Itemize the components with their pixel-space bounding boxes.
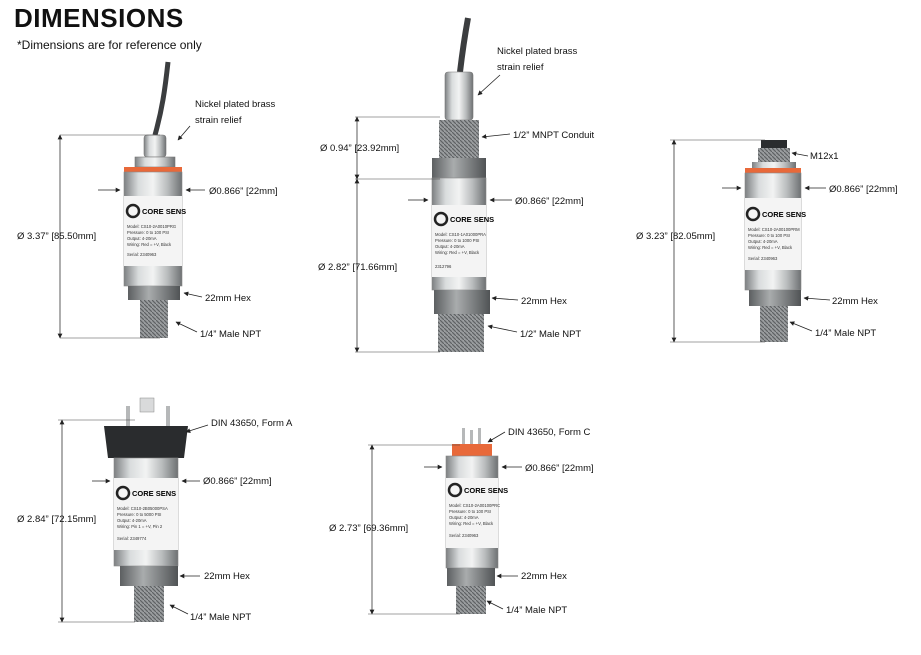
diameter-callout: Ø0.866” [22mm]: [525, 463, 594, 474]
strain-relief: [444, 71, 474, 121]
product-label: [446, 478, 498, 548]
diameter-callout: Ø0.866” [22mm]: [209, 186, 278, 197]
label-line: Pressure: 0 to 100 PSI: [748, 233, 790, 238]
product-label: [124, 196, 182, 266]
label-line: Pressure: 0 to 5000 PSI: [117, 512, 161, 517]
connector-callout: DIN 43650, Form C: [508, 427, 591, 438]
label-line: Output: 4-20mA: [449, 515, 479, 520]
page-title: DIMENSIONS: [14, 3, 184, 33]
sensor-cable: CORE SENS Model: CS10-2A0010PRG Pressure…: [57, 61, 205, 339]
m12-connector: [761, 140, 787, 148]
brand-text: CORE SENS: [450, 215, 494, 224]
core-sensors-logo: [447, 482, 463, 498]
cable: [152, 61, 171, 136]
hex-callout: 22mm Hex: [204, 571, 250, 582]
core-sensors-logo: [125, 203, 141, 219]
diameter-callout: Ø0.866” [22mm]: [203, 476, 272, 487]
sensor-din-a: CORE SENS Model: CS10-2B05000PSA Pressur…: [58, 397, 209, 623]
strain-relief-callout: Nickel plated brass strain relief: [195, 99, 276, 126]
brand-text: CORE SENS: [464, 486, 508, 495]
height-callout: Ø 2.84” [72.15mm]: [17, 514, 97, 525]
label-line: Wiring: Pin 1 = +V, Pin 2: [117, 524, 163, 529]
hex-nut: [120, 566, 178, 586]
page-subtitle: *Dimensions are for reference only: [17, 38, 202, 52]
connector-callout: DIN 43650, Form A: [211, 418, 293, 429]
thread-callout: 1/4” Male NPT: [506, 605, 568, 616]
threaded-port: [760, 306, 788, 342]
height-callout: Ø 2.82” [71.66mm]: [318, 262, 398, 273]
conduit-callout: 1/2” MNPT Conduit: [513, 130, 595, 141]
product-label: [745, 198, 801, 270]
height-callout: Ø 3.23” [82.05mm]: [636, 231, 716, 242]
hex-nut: [434, 290, 490, 314]
label-line: Wiring: Red = +V, Black: [435, 250, 480, 255]
label-line: Serial: 2340963: [127, 252, 157, 257]
conduit-height-callout: Ø 0.94” [23.92mm]: [320, 143, 400, 154]
label-line: Serial: 2340963: [449, 533, 479, 538]
threaded-port: [438, 314, 484, 352]
hex-nut: [749, 290, 801, 306]
height-callout: Ø 2.73” [69.36mm]: [329, 523, 409, 534]
label-line: Model: CS10-2A0010PRG: [127, 224, 176, 229]
label-line: Pressure: 0 to 100 PSI: [449, 509, 491, 514]
label-line: Model: CS10-1A01000PRA: [435, 232, 486, 237]
conduit-hex: [432, 158, 486, 178]
label-line: 2312796: [435, 264, 452, 269]
connector-callout: M12x1: [810, 151, 839, 162]
accent-ring: [124, 167, 182, 172]
thread-callout: 1/4” Male NPT: [190, 612, 252, 623]
din-connector: [452, 444, 492, 456]
core-sensors-logo: [115, 485, 131, 501]
height-callout: Ø 3.37” [85.50mm]: [17, 231, 97, 242]
thread-callout: 1/4” Male NPT: [815, 328, 877, 339]
strain-relief: [143, 134, 167, 158]
product-label: [432, 205, 486, 277]
threaded-port: [140, 300, 168, 338]
label-line: Wiring: Red = +V, Black: [449, 521, 494, 526]
hex-nut: [128, 286, 180, 300]
sensor-conduit: CORE SENS Model: CS10-1A01000PRA Pressur…: [354, 17, 519, 353]
hex-callout: 22mm Hex: [832, 296, 878, 307]
label-line: Model: CS10-2B05000PSA: [117, 506, 168, 511]
core-sensors-logo: [745, 206, 761, 222]
label-line: Model: CS10-2A00100PRC: [449, 503, 500, 508]
din-connector: [104, 426, 188, 458]
diameter-callout: Ø0.866” [22mm]: [515, 196, 584, 207]
hex-callout: 22mm Hex: [521, 571, 567, 582]
label-line: Wiring: Red = +V, Black: [127, 242, 172, 247]
threaded-port: [134, 586, 164, 622]
conduit-thread: [439, 120, 479, 158]
sensor-m12: CORE SENS Model: CS10-2A00100PRM Pressur…: [670, 139, 831, 343]
brand-text: CORE SENS: [132, 489, 176, 498]
label-line: Serial: 2340963: [748, 256, 778, 261]
hex-callout: 22mm Hex: [521, 296, 567, 307]
label-line: Pressure: 0 to 1000 PSI: [435, 238, 479, 243]
thread-callout: 1/4” Male NPT: [200, 329, 262, 340]
label-line: Output: 4-20mA: [748, 239, 778, 244]
thread-callout: 1/2” Male NPT: [520, 329, 582, 340]
strain-relief-callout: Nickel plated brass strain relief: [497, 46, 578, 73]
brand-text: CORE SENS: [762, 210, 806, 219]
hex-callout: 22mm Hex: [205, 293, 251, 304]
hex-nut: [447, 568, 495, 586]
label-line: Output: 4-20mA: [435, 244, 465, 249]
core-sensors-logo: [433, 211, 449, 227]
label-line: Wiring: Red = +V, Black: [748, 245, 793, 250]
label-line: Serial: 2349774: [117, 536, 147, 541]
accent-ring: [745, 168, 801, 173]
label-line: Model: CS10-2A00100PRM: [748, 227, 800, 232]
label-line: Output: 4-20mA: [117, 518, 147, 523]
cable: [457, 17, 471, 73]
label-line: Pressure: 0 to 100 PSI: [127, 230, 169, 235]
label-line: Output: 4-20mA: [127, 236, 157, 241]
threaded-port: [456, 586, 486, 614]
product-label: [114, 478, 178, 550]
diameter-callout: Ø0.866” [22mm]: [829, 184, 898, 195]
brand-text: CORE SENS: [142, 207, 186, 216]
sensor-din-c: CORE SENS Model: CS10-2A00100PRC Pressur…: [368, 428, 522, 615]
